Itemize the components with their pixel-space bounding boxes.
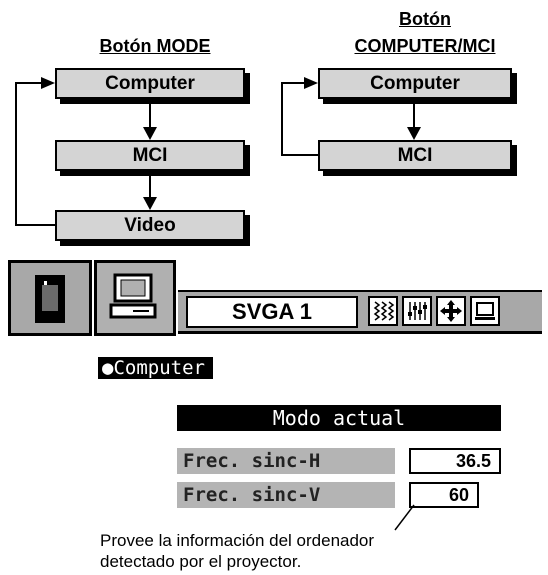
input-select-icon	[35, 275, 65, 323]
computer-menu-button[interactable]	[94, 260, 176, 336]
h-sync-value: 36.5	[409, 448, 501, 474]
mode-mci-box: MCI	[55, 140, 245, 171]
computer-section-label: ●Computer	[98, 357, 213, 379]
current-mode-title: Modo actual	[177, 405, 501, 431]
level-adjust-icon	[408, 302, 427, 320]
mode-computer-box: Computer	[55, 68, 245, 99]
screen-icon	[475, 302, 495, 320]
computer-mci-heading-line1: Botón	[399, 9, 451, 29]
caption-line-1: Provee la información del ordenador	[100, 531, 375, 550]
computer-icon	[109, 273, 157, 319]
computer-mci-heading-line2: COMPUTER/MCI	[354, 36, 496, 56]
caption-line-2: detectado por el proyector.	[100, 552, 302, 571]
v-sync-value: 60	[409, 482, 479, 508]
input-select-button[interactable]	[8, 260, 92, 336]
h-sync-label: Frec. sinc-H	[177, 448, 395, 474]
level-adjust-button[interactable]	[402, 296, 432, 326]
v-sync-label: Frec. sinc-V	[177, 482, 395, 508]
projector-menu-bar: SVGA 1	[8, 260, 542, 340]
mode-diagram-heading: Botón MODE	[99, 36, 211, 56]
mode-video-box: Video	[55, 210, 245, 241]
sync-adjust-icon	[373, 301, 395, 321]
screen-button[interactable]	[470, 296, 500, 326]
computer-mode-label: SVGA 1	[186, 296, 358, 328]
position-button[interactable]	[436, 296, 466, 326]
sync-adjust-button[interactable]	[368, 296, 398, 326]
computer-mci-mci-box: MCI	[318, 140, 512, 171]
position-icon	[440, 300, 462, 322]
computer-mci-computer-box: Computer	[318, 68, 512, 99]
